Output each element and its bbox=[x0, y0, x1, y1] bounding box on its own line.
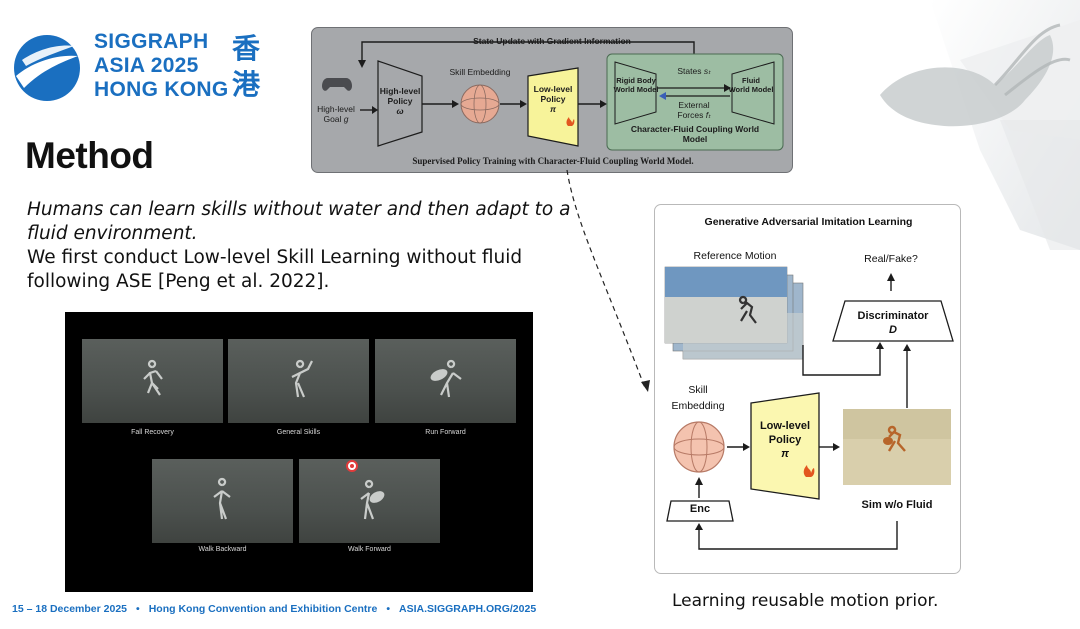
fluid-world-model-label: Fluid World Model bbox=[726, 76, 776, 94]
logo-wordmark: SIGGRAPH ASIA 2025 HONG KONG bbox=[94, 30, 229, 102]
siggraph-logo-icon bbox=[12, 32, 82, 104]
reference-motion-label: Reference Motion bbox=[675, 250, 795, 262]
slide-body: Humans can learn skills without water an… bbox=[27, 198, 587, 294]
high-level-policy-label: High-level Policy ω bbox=[378, 86, 422, 116]
external-forces-label: External Forces fₜ bbox=[664, 100, 724, 120]
footer-separator: • bbox=[386, 603, 390, 615]
video-label: Walk Backward bbox=[152, 546, 293, 553]
discriminator-label: Discriminator D bbox=[833, 309, 953, 337]
gail-title: Generative Adversarial Imitation Learnin… bbox=[655, 216, 962, 228]
body-plain-text: We first conduct Low-level Skill Learnin… bbox=[27, 246, 587, 294]
character-figure-icon bbox=[375, 339, 516, 423]
video-label: Fall Recovery bbox=[82, 429, 223, 436]
footer-site-link[interactable]: ASIA.SIGGRAPH.ORG/2025 bbox=[399, 603, 536, 615]
real-fake-label: Real/Fake? bbox=[851, 253, 931, 265]
slide-title: Method bbox=[25, 135, 154, 177]
rigid-body-label: Rigid Body World Model bbox=[613, 76, 659, 94]
character-figure-icon bbox=[152, 459, 293, 543]
sim-label: Sim w/o Fluid bbox=[843, 499, 951, 511]
skill-video-panel[interactable]: Fall Recovery General Skills Run Forward… bbox=[65, 312, 533, 592]
footer-venue: Hong Kong Convention and Exhibition Cent… bbox=[149, 603, 378, 615]
states-label: States sₜ bbox=[664, 66, 724, 77]
video-thumbnail-fall-recovery[interactable] bbox=[82, 339, 223, 423]
logo-line-1: SIGGRAPH bbox=[94, 30, 229, 54]
gamepad-icon bbox=[322, 78, 352, 91]
footer: 15 – 18 December 2025 • Hong Kong Conventi… bbox=[12, 603, 536, 615]
enc-label: Enc bbox=[669, 503, 731, 515]
logo-cjk: 香 港 bbox=[232, 31, 260, 103]
video-label: Run Forward bbox=[375, 429, 516, 436]
video-label: Walk Forward bbox=[299, 546, 440, 553]
video-thumbnail-walk-forward[interactable] bbox=[299, 459, 440, 543]
character-figure-icon bbox=[82, 339, 223, 423]
gail-diagram: Generative Adversarial Imitation Learnin… bbox=[654, 204, 961, 574]
low-level-policy-label: Low-level Policy π bbox=[528, 84, 578, 114]
top-header-label: State Update with Gradient Information bbox=[422, 36, 682, 46]
character-figure-icon bbox=[299, 459, 440, 543]
video-thumbnail-run-forward[interactable] bbox=[375, 339, 516, 423]
skill-embedding-sphere-icon bbox=[674, 422, 724, 472]
siggraph-asia-logo: SIGGRAPH ASIA 2025 HONG KONG 香 港 bbox=[12, 28, 262, 108]
sim-frame-image bbox=[843, 409, 951, 485]
policy-training-diagram: State Update with Gradient Information H… bbox=[311, 27, 793, 173]
video-label: General Skills bbox=[228, 429, 369, 436]
coupling-model-label: Character-Fluid Coupling World Model bbox=[612, 124, 778, 144]
skill-embedding-sphere-icon bbox=[461, 85, 499, 123]
goal-label: High-level Goal g bbox=[316, 104, 356, 124]
logo-cjk-1: 香 bbox=[232, 31, 260, 67]
body-italic-text: Humans can learn skills without water an… bbox=[27, 198, 587, 246]
skill-embedding-label: Skill Embedding bbox=[430, 67, 530, 77]
reference-motion-frames-image bbox=[665, 267, 803, 359]
character-figure-icon bbox=[228, 339, 369, 423]
logo-line-2: ASIA 2025 bbox=[94, 54, 229, 78]
top-diagram-caption: Supervised Policy Training with Characte… bbox=[352, 156, 754, 166]
video-thumbnail-general-skills[interactable] bbox=[228, 339, 369, 423]
skill-embedding-label: Skill Embedding bbox=[663, 382, 733, 414]
cursor-indicator-icon bbox=[346, 460, 358, 472]
footer-separator: • bbox=[136, 603, 140, 615]
footer-dates: 15 – 18 December 2025 bbox=[12, 603, 127, 615]
figure-caption: Learning reusable motion prior. bbox=[672, 591, 938, 611]
video-thumbnail-walk-backward[interactable] bbox=[152, 459, 293, 543]
low-level-policy-label: Low-level Policy π bbox=[751, 419, 819, 461]
logo-line-3: HONG KONG bbox=[94, 78, 229, 102]
logo-cjk-2: 港 bbox=[232, 67, 260, 103]
